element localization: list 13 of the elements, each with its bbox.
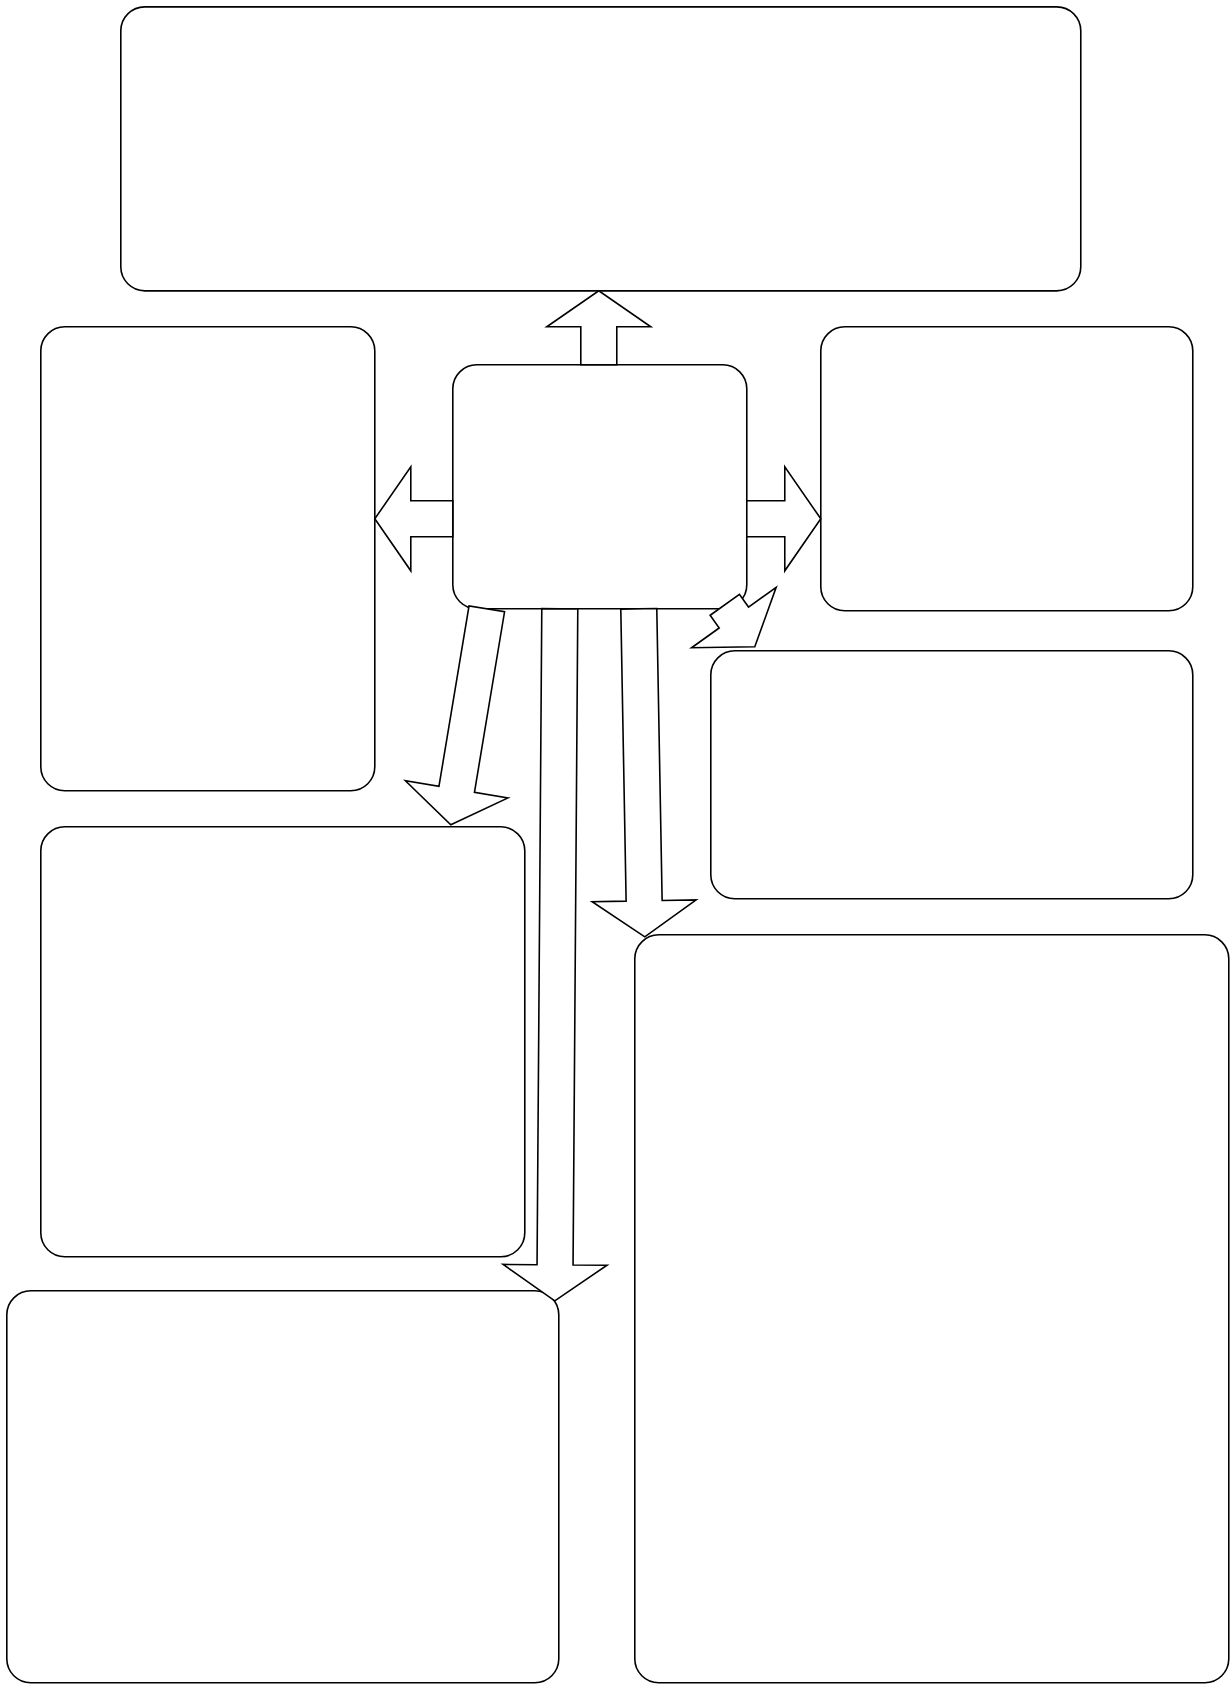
rounded-box	[710, 650, 1194, 900]
rounded-box	[6, 1290, 560, 1684]
block-arrow	[689, 585, 778, 649]
block-arrow	[589, 607, 699, 938]
rounded-box	[120, 6, 1082, 292]
block-arrow	[373, 464, 454, 574]
rounded-box	[820, 326, 1194, 612]
rounded-box	[40, 826, 526, 1258]
rounded-box	[634, 934, 1230, 1684]
block-arrow	[500, 607, 610, 1302]
rounded-box	[40, 326, 376, 792]
block-arrow	[544, 289, 654, 366]
block-arrow	[746, 464, 822, 574]
